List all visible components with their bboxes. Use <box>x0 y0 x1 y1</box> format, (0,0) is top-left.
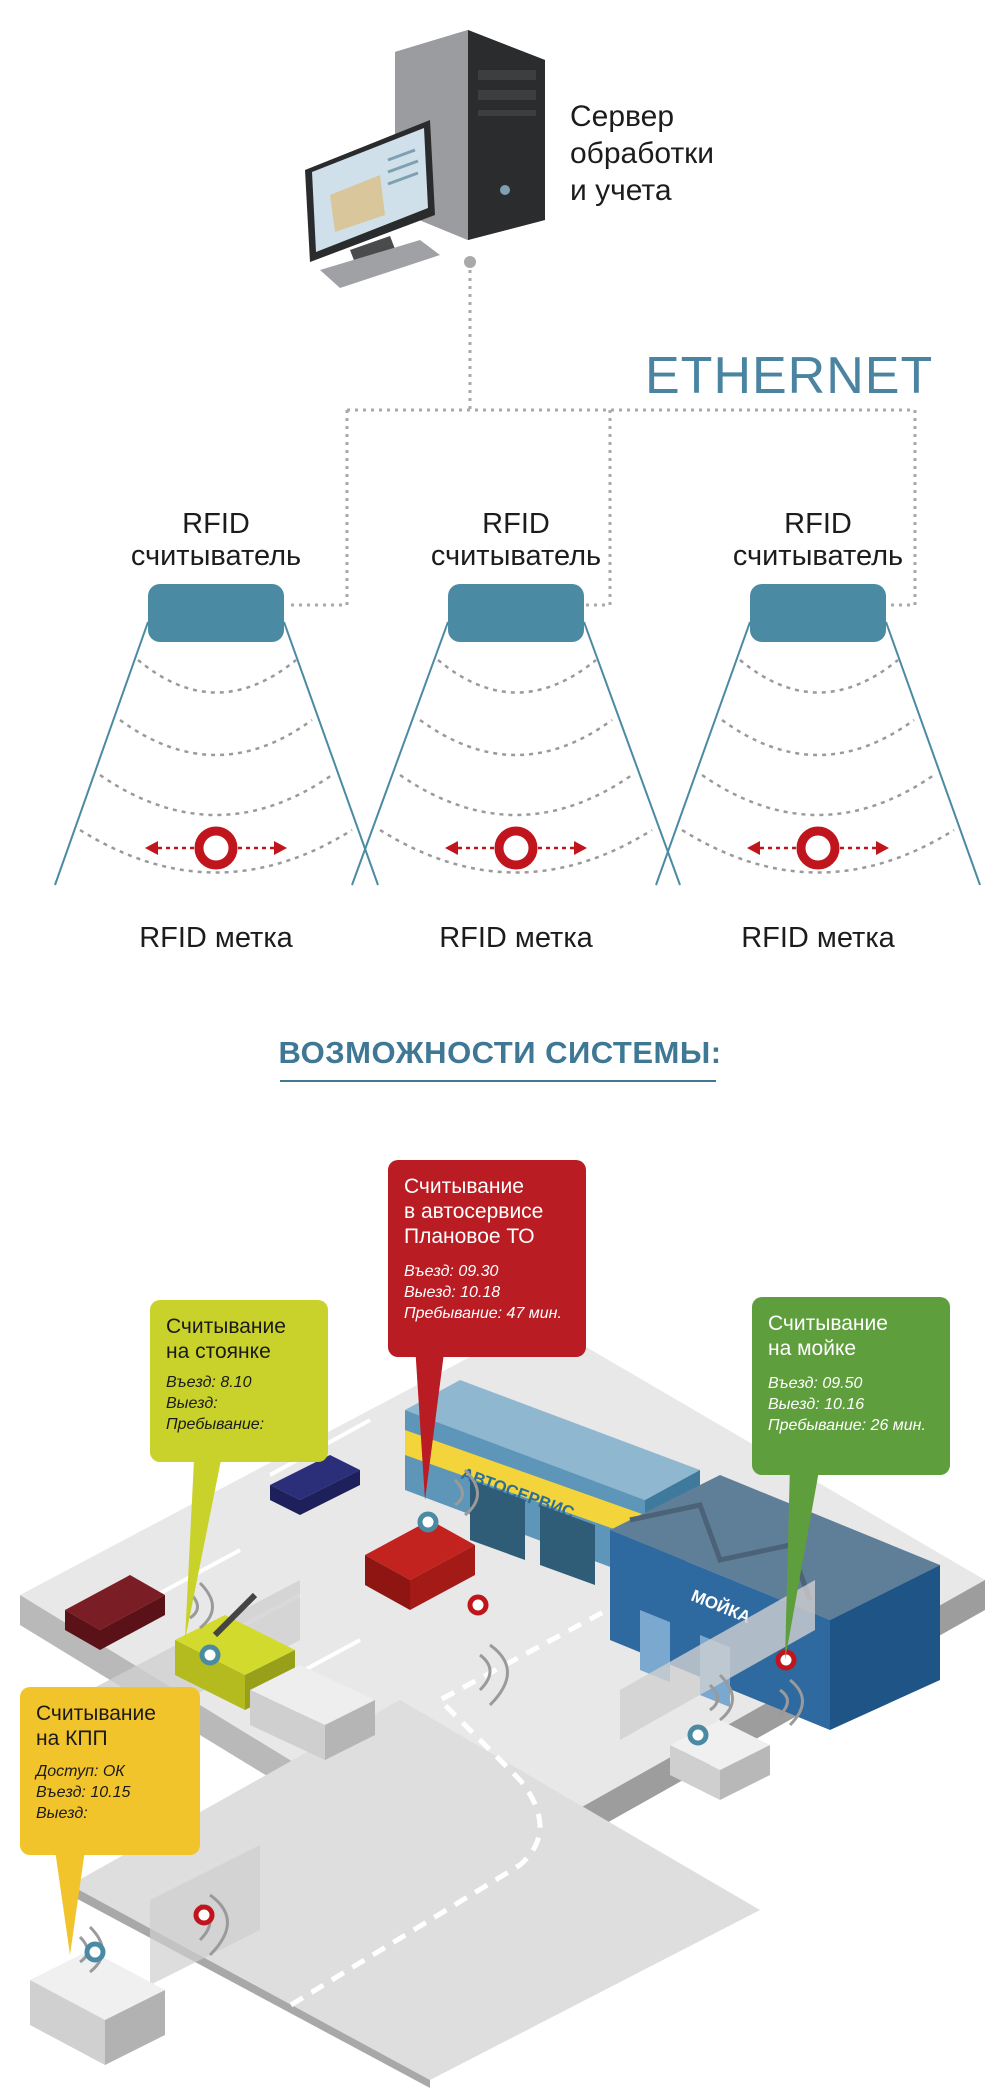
checkpoint-callout: Считывание на КПП Доступ: ОК Въезд: 10.1… <box>20 1687 200 1855</box>
reader-title-line: считыватель <box>732 540 904 572</box>
network-diagram <box>54 30 981 886</box>
tag-label-3: RFID метка <box>741 922 895 954</box>
server-label-line: Сервер <box>570 100 675 133</box>
rfid-reader-device <box>750 584 886 642</box>
service-callout: Считывание в автосервисе Плановое ТО Въе… <box>388 1160 586 1357</box>
wash-callout: Считывание на мойке Въезд: 09.50 Выезд: … <box>752 1297 950 1475</box>
callout-title-line: на КПП <box>36 1727 108 1750</box>
callout-detail-line: Выезд: <box>36 1805 88 1822</box>
callout-detail-line: Въезд: 8.10 <box>166 1374 252 1391</box>
car-red-icon <box>65 1575 165 1650</box>
callout-title-line: Плановое ТО <box>404 1225 535 1248</box>
tag-label-1: RFID метка <box>139 922 293 954</box>
callout-title-line: в автосервисе <box>404 1200 544 1223</box>
reader-title-line: считыватель <box>430 540 602 572</box>
checkpoint-callout-pointer <box>55 1850 85 1955</box>
reader-title-3: RFID считыватель <box>698 508 938 572</box>
ethernet-label: ETHERNET <box>645 347 934 405</box>
callout-detail-line: Пребывание: <box>166 1416 265 1433</box>
server-icon <box>305 30 545 288</box>
rfid-reader-device <box>148 584 284 642</box>
parking-callout-pointer <box>185 1440 225 1640</box>
car-blue-icon <box>270 1455 360 1515</box>
callout-detail-line: Пребывание: 26 мин. <box>768 1417 926 1434</box>
rfid-tag-icon <box>747 826 889 870</box>
wash-building: МОЙКА <box>610 1475 940 1730</box>
rfid-markers <box>84 1511 797 1963</box>
wash-callout-pointer <box>785 1465 820 1660</box>
server-label: Сервер обработки и учета <box>570 98 714 209</box>
reader-title-1: RFID считыватель <box>96 508 336 572</box>
server-label-line: обработки <box>570 137 715 170</box>
ethernet-lines <box>288 256 917 607</box>
rfid-reader-device <box>448 584 584 642</box>
callout-detail-line: Пребывание: 47 мин. <box>404 1305 562 1322</box>
callout-detail-line: Въезд: 10.15 <box>36 1784 131 1801</box>
heading-underline <box>280 1080 716 1082</box>
van-red-icon <box>365 1520 475 1610</box>
reader-zone-3 <box>655 584 981 886</box>
reader-title-line: считыватель <box>130 540 302 572</box>
callout-detail-line: Выезд: 10.16 <box>768 1396 865 1413</box>
reader-zone-2 <box>351 584 681 886</box>
reader-title-line: RFID <box>784 508 852 540</box>
rfid-tag-icon <box>145 826 287 870</box>
callout-title-line: на стоянке <box>166 1340 271 1363</box>
callout-detail-line: Выезд: 10.18 <box>404 1284 501 1301</box>
callout-title-line: на мойке <box>768 1337 857 1360</box>
service-callout-pointer <box>415 1345 445 1500</box>
callout-title-line: Считывание <box>768 1312 888 1335</box>
reader-title-2: RFID считыватель <box>396 508 636 572</box>
reader-title-line: RFID <box>182 508 250 540</box>
truck-gate-icon <box>30 1950 165 2065</box>
reader-title-line: RFID <box>482 508 550 540</box>
callout-detail-line: Доступ: ОК <box>36 1763 125 1780</box>
truck-white-icon <box>250 1665 375 1760</box>
callout-detail-line: Въезд: 09.50 <box>768 1375 863 1392</box>
reader-zone-1 <box>54 584 379 886</box>
callout-title-line: Считывание <box>166 1315 286 1338</box>
callout-detail-line: Въезд: 09.30 <box>404 1263 499 1280</box>
server-label-line: и учета <box>570 174 672 207</box>
tag-label-2: RFID метка <box>439 922 593 954</box>
parking-callout: Считывание на стоянке Въезд: 8.10 Выезд:… <box>150 1300 328 1462</box>
features-heading: ВОЗМОЖНОСТИ СИСТЕМЫ: <box>278 1035 722 1070</box>
callout-title-line: Считывание <box>404 1175 524 1198</box>
rfid-tag-icon <box>445 826 587 870</box>
callout-title-line: Считывание <box>36 1702 156 1725</box>
callout-detail-line: Выезд: <box>166 1395 218 1412</box>
